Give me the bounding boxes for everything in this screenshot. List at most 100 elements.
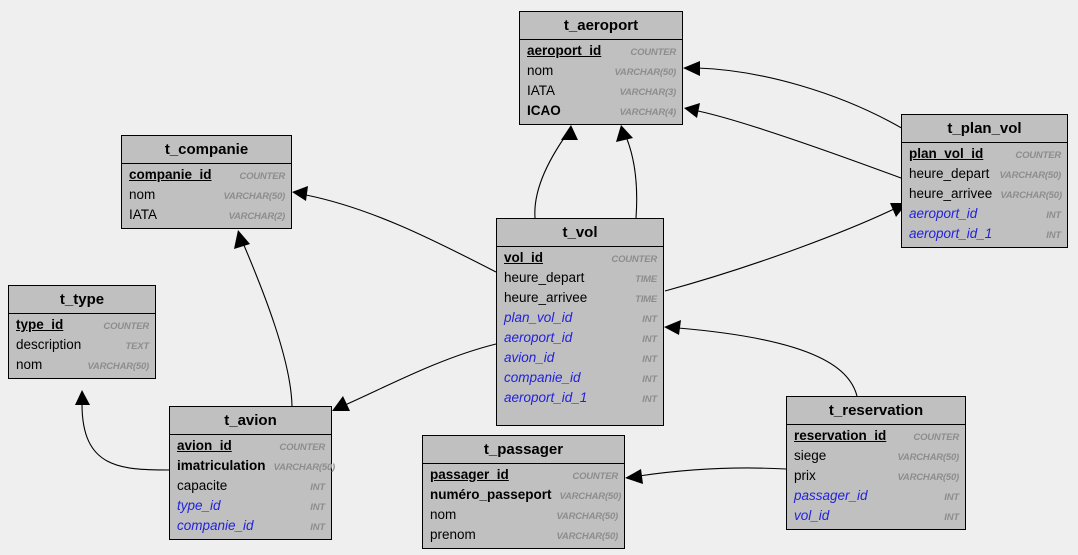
field-row[interactable]: numéro_passeport VARCHAR(50) — [423, 486, 624, 506]
field-type: TIME — [635, 293, 657, 305]
relationship-connector — [684, 103, 902, 179]
field-type: COUNTER — [913, 431, 959, 443]
field-name: vol_id — [794, 507, 830, 523]
relationship-connector — [683, 61, 906, 131]
field-name: aeroport_id_1 — [504, 389, 588, 405]
field-row[interactable]: IATA VARCHAR(3) — [520, 82, 682, 102]
field-type: INT — [642, 373, 657, 385]
field-name: reservation_id — [794, 427, 887, 443]
field-row[interactable]: companie_id INT — [497, 369, 663, 389]
field-name: prenom — [430, 526, 476, 542]
field-name: vol_id — [504, 249, 544, 265]
field-name: type_id — [16, 316, 64, 332]
field-row[interactable]: reservation_id COUNTER — [787, 427, 965, 447]
field-row[interactable]: aeroport_id_1 INT — [497, 389, 663, 409]
field-type: INT — [642, 333, 657, 345]
field-row[interactable]: prenom VARCHAR(50) — [423, 526, 624, 546]
relationship-line — [534, 130, 570, 219]
table-title: t_type — [9, 286, 155, 314]
table-title: t_plan_vol — [902, 115, 1067, 143]
relationship-connector — [664, 320, 858, 397]
field-type: VARCHAR(50) — [559, 490, 622, 502]
field-name: description — [16, 336, 82, 352]
relationship-line — [677, 327, 858, 397]
field-name: heure_depart — [504, 269, 585, 285]
field-type: INT — [642, 393, 657, 405]
field-type: VARCHAR(3) — [619, 86, 677, 98]
entity-table-t_reservation[interactable]: t_reservation reservation_id COUNTER siege V… — [786, 396, 966, 530]
field-row[interactable]: nom VARCHAR(50) — [9, 356, 155, 376]
field-name: nom — [16, 356, 43, 372]
field-row[interactable]: vol_id COUNTER — [497, 249, 663, 269]
field-type: COUNTER — [279, 441, 325, 453]
field-type: INT — [1046, 209, 1061, 221]
relationship-connector — [332, 343, 497, 411]
field-name: passager_id — [794, 487, 868, 503]
field-name: siege — [794, 447, 827, 463]
field-list: reservation_id COUNTER siege VARCHAR(50) pri… — [787, 425, 965, 529]
field-type: VARCHAR(2) — [228, 210, 286, 222]
relationship-line — [696, 67, 906, 131]
field-name: aeroport_id_1 — [909, 225, 993, 241]
relationship-arrowhead-icon — [292, 186, 308, 201]
field-type: COUNTER — [630, 46, 676, 58]
field-type: VARCHAR(50) — [897, 451, 960, 463]
relationship-arrowhead-icon — [684, 103, 700, 118]
field-name: IATA — [527, 82, 556, 98]
field-type: VARCHAR(50) — [87, 360, 150, 372]
table-title: t_reservation — [787, 397, 965, 425]
field-type: COUNTER — [239, 170, 285, 182]
relationship-connector — [534, 125, 578, 219]
field-name: avion_id — [504, 349, 555, 365]
field-type: VARCHAR(50) — [999, 169, 1062, 181]
relationship-arrowhead-icon — [683, 61, 700, 76]
field-name: numéro_passeport — [430, 486, 552, 502]
field-row[interactable]: siege VARCHAR(50) — [787, 447, 965, 467]
field-type: VARCHAR(50) — [556, 530, 619, 542]
field-type: VARCHAR(50) — [614, 66, 677, 78]
table-title: t_vol — [497, 219, 663, 247]
field-type: COUNTER — [611, 253, 657, 265]
field-name: plan_vol_id — [504, 309, 573, 325]
field-name: companie_id — [504, 369, 581, 385]
table-trailing-space — [497, 409, 663, 423]
